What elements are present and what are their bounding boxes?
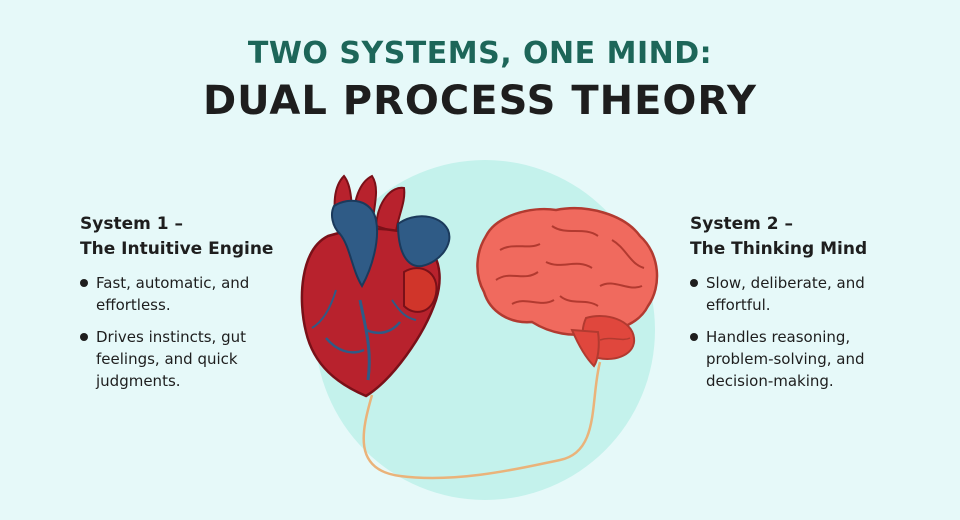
system1-bullet: Fast, automatic, and effortless. <box>80 272 295 316</box>
connecting-cord <box>362 361 602 480</box>
system1-panel: System 1 – The Intuitive Engine Fast, au… <box>80 212 295 402</box>
system1-heading-line2: The Intuitive Engine <box>80 239 274 259</box>
heart-icon <box>300 174 451 398</box>
system2-heading-line2: The Thinking Mind <box>690 239 868 259</box>
brain-icon <box>476 207 659 368</box>
system1-heading-line1: System 1 – <box>80 214 183 234</box>
system2-heading: System 2 – The Thinking Mind <box>690 212 910 262</box>
system1-heading: System 1 – The Intuitive Engine <box>80 212 295 262</box>
system1-bullets: Fast, automatic, and effortless. Drives … <box>80 272 295 392</box>
system2-heading-line1: System 2 – <box>690 214 793 234</box>
system2-panel: System 2 – The Thinking Mind Slow, delib… <box>690 212 910 402</box>
page-subtitle: TWO SYSTEMS, ONE MIND: <box>247 36 713 71</box>
system1-bullet: Drives instincts, gut feelings, and quic… <box>80 326 295 392</box>
system2-bullet: Handles reasoning, problem-solving, and … <box>690 326 910 392</box>
system2-bullet: Slow, deliberate, and effortful. <box>690 272 910 316</box>
system2-bullets: Slow, deliberate, and effortful. Handles… <box>690 272 910 392</box>
page-title: DUAL PROCESS THEORY <box>202 78 758 124</box>
